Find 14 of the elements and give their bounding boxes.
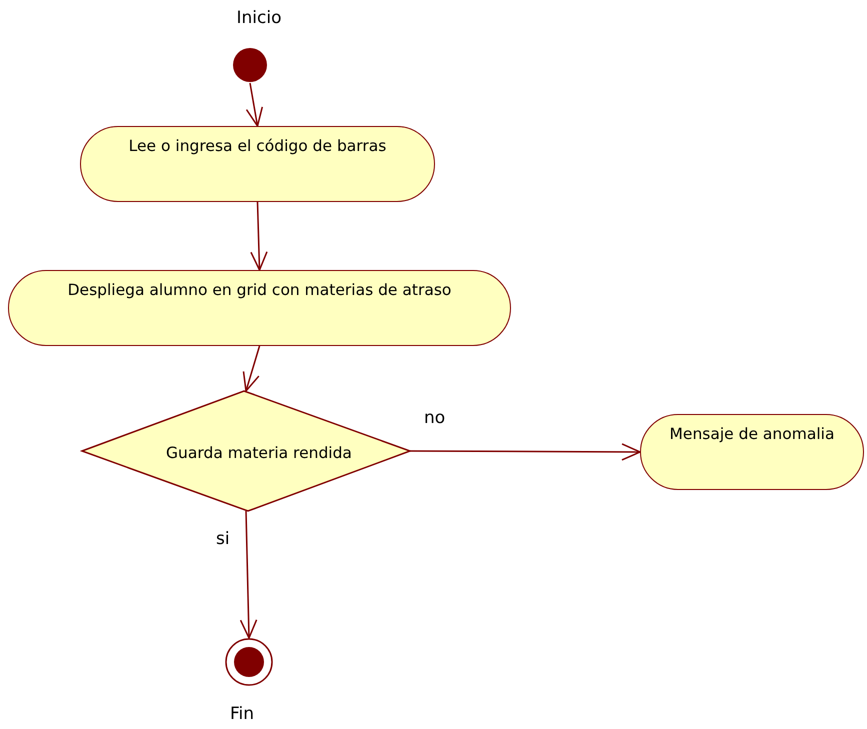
node-label: Despliega alumno en grid con materias de atraso	[68, 281, 452, 299]
arrow	[246, 82, 264, 127]
node-label: Guarda materia rendida	[166, 444, 352, 462]
node-caption: Fin	[228, 704, 256, 724]
initial-node	[232, 47, 268, 83]
node-label: Mensaje de anomalia	[670, 425, 834, 443]
node-label: Lee o ingresa el código de barras	[128, 137, 386, 155]
arrow	[242, 346, 260, 392]
decision-diamond	[82, 391, 410, 511]
arrow	[250, 202, 268, 271]
arrow	[240, 510, 258, 639]
node-caption: Inicio	[236, 8, 282, 28]
final-node	[225, 638, 273, 686]
arrow	[410, 443, 641, 461]
